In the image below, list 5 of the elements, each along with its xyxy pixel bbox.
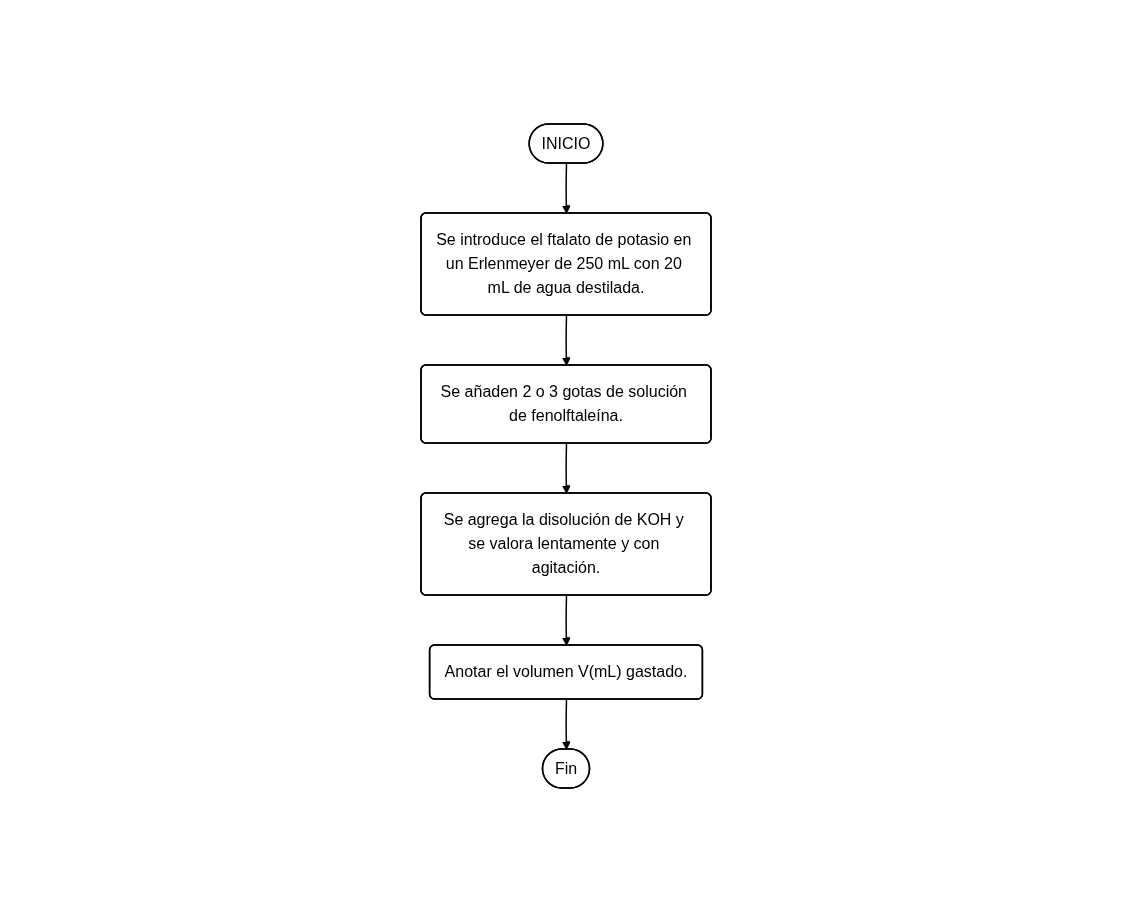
arrow: [561, 442, 571, 494]
arrow: [561, 594, 571, 646]
arrow: [561, 698, 571, 750]
arrow: [561, 162, 571, 214]
arrow: [561, 314, 571, 366]
